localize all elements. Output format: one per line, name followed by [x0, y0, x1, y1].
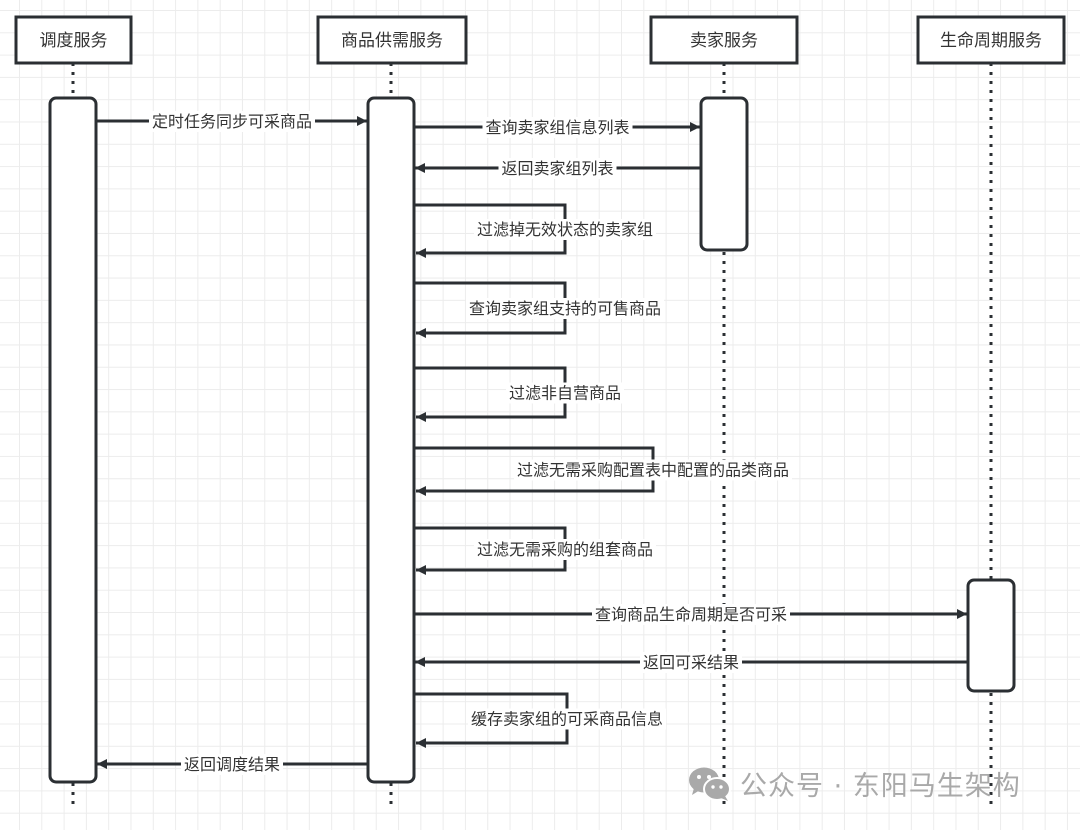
participant-lifecycle: 生命周期服务	[916, 15, 1066, 65]
label-background	[591, 604, 791, 625]
label-background	[639, 652, 743, 673]
participant-label: 卖家服务	[690, 31, 758, 51]
label-background	[482, 117, 633, 138]
label-background	[465, 298, 665, 319]
message-7-self: 过滤无需采购配置表中配置的品类商品	[414, 446, 793, 496]
participant-label: 生命周期服务	[940, 31, 1042, 51]
label-background	[505, 382, 625, 404]
watermark-text: 公众号 · 东阳马生架构	[740, 771, 1021, 802]
message-5-self: 查询卖家组支持的可售商品	[414, 281, 665, 338]
message-label: 定时任务同步可采商品	[152, 112, 312, 131]
participant-box	[649, 15, 799, 65]
label-background	[513, 459, 793, 481]
watermark: 公众号 · 东阳马生架构	[688, 764, 1021, 803]
message-2-call: 查询卖家组信息列表	[414, 117, 700, 138]
participant-seller: 卖家服务	[649, 15, 799, 65]
message-label: 缓存卖家组的可采商品信息	[471, 710, 663, 729]
message-label: 查询卖家组信息列表	[485, 118, 629, 137]
message-label: 过滤无需采购的组套商品	[477, 540, 653, 559]
message-3-return: 返回卖家组列表	[415, 158, 701, 179]
label-background	[498, 158, 617, 179]
participant-label: 调度服务	[40, 31, 108, 51]
message-9-call: 查询商品生命周期是否可采	[414, 604, 967, 625]
message-label: 过滤非自营商品	[509, 384, 621, 403]
message-1-call: 定时任务同步可采商品	[96, 111, 367, 132]
message-12-return: 返回调度结果	[97, 754, 368, 775]
message-label: 查询商品生命周期是否可采	[595, 605, 787, 624]
label-background	[180, 754, 284, 775]
message-8-self: 过滤无需采购的组套商品	[414, 526, 657, 575]
activation-bar-scheduler	[48, 96, 98, 784]
message-label: 返回可采结果	[643, 653, 739, 672]
message-label: 过滤无需采购配置表中配置的品类商品	[517, 461, 789, 480]
activation-bar-seller	[699, 96, 749, 252]
activation-bar-supply	[366, 96, 416, 784]
participant-scheduler: 调度服务	[14, 15, 133, 65]
message-label: 返回卖家组列表	[501, 159, 613, 178]
participant-supply: 商品供需服务	[316, 15, 468, 65]
message-label: 返回调度结果	[184, 755, 280, 774]
label-background	[148, 111, 316, 132]
participant-box	[916, 15, 1066, 65]
activation-bar-lifecycle	[966, 578, 1016, 693]
label-background	[473, 539, 657, 560]
message-6-self: 过滤非自营商品	[414, 366, 625, 422]
message-label: 查询卖家组支持的可售商品	[469, 299, 661, 318]
message-4-self: 过滤掉无效状态的卖家组	[414, 203, 657, 258]
message-11-self: 缓存卖家组的可采商品信息	[414, 692, 667, 748]
label-background	[473, 219, 657, 240]
label-background	[467, 708, 667, 730]
participant-box	[316, 15, 468, 65]
wechat-icon	[689, 767, 731, 801]
message-label: 过滤掉无效状态的卖家组	[477, 220, 653, 239]
message-10-return: 返回可采结果	[415, 652, 968, 673]
participant-box	[14, 15, 133, 65]
participant-label: 商品供需服务	[341, 31, 443, 51]
